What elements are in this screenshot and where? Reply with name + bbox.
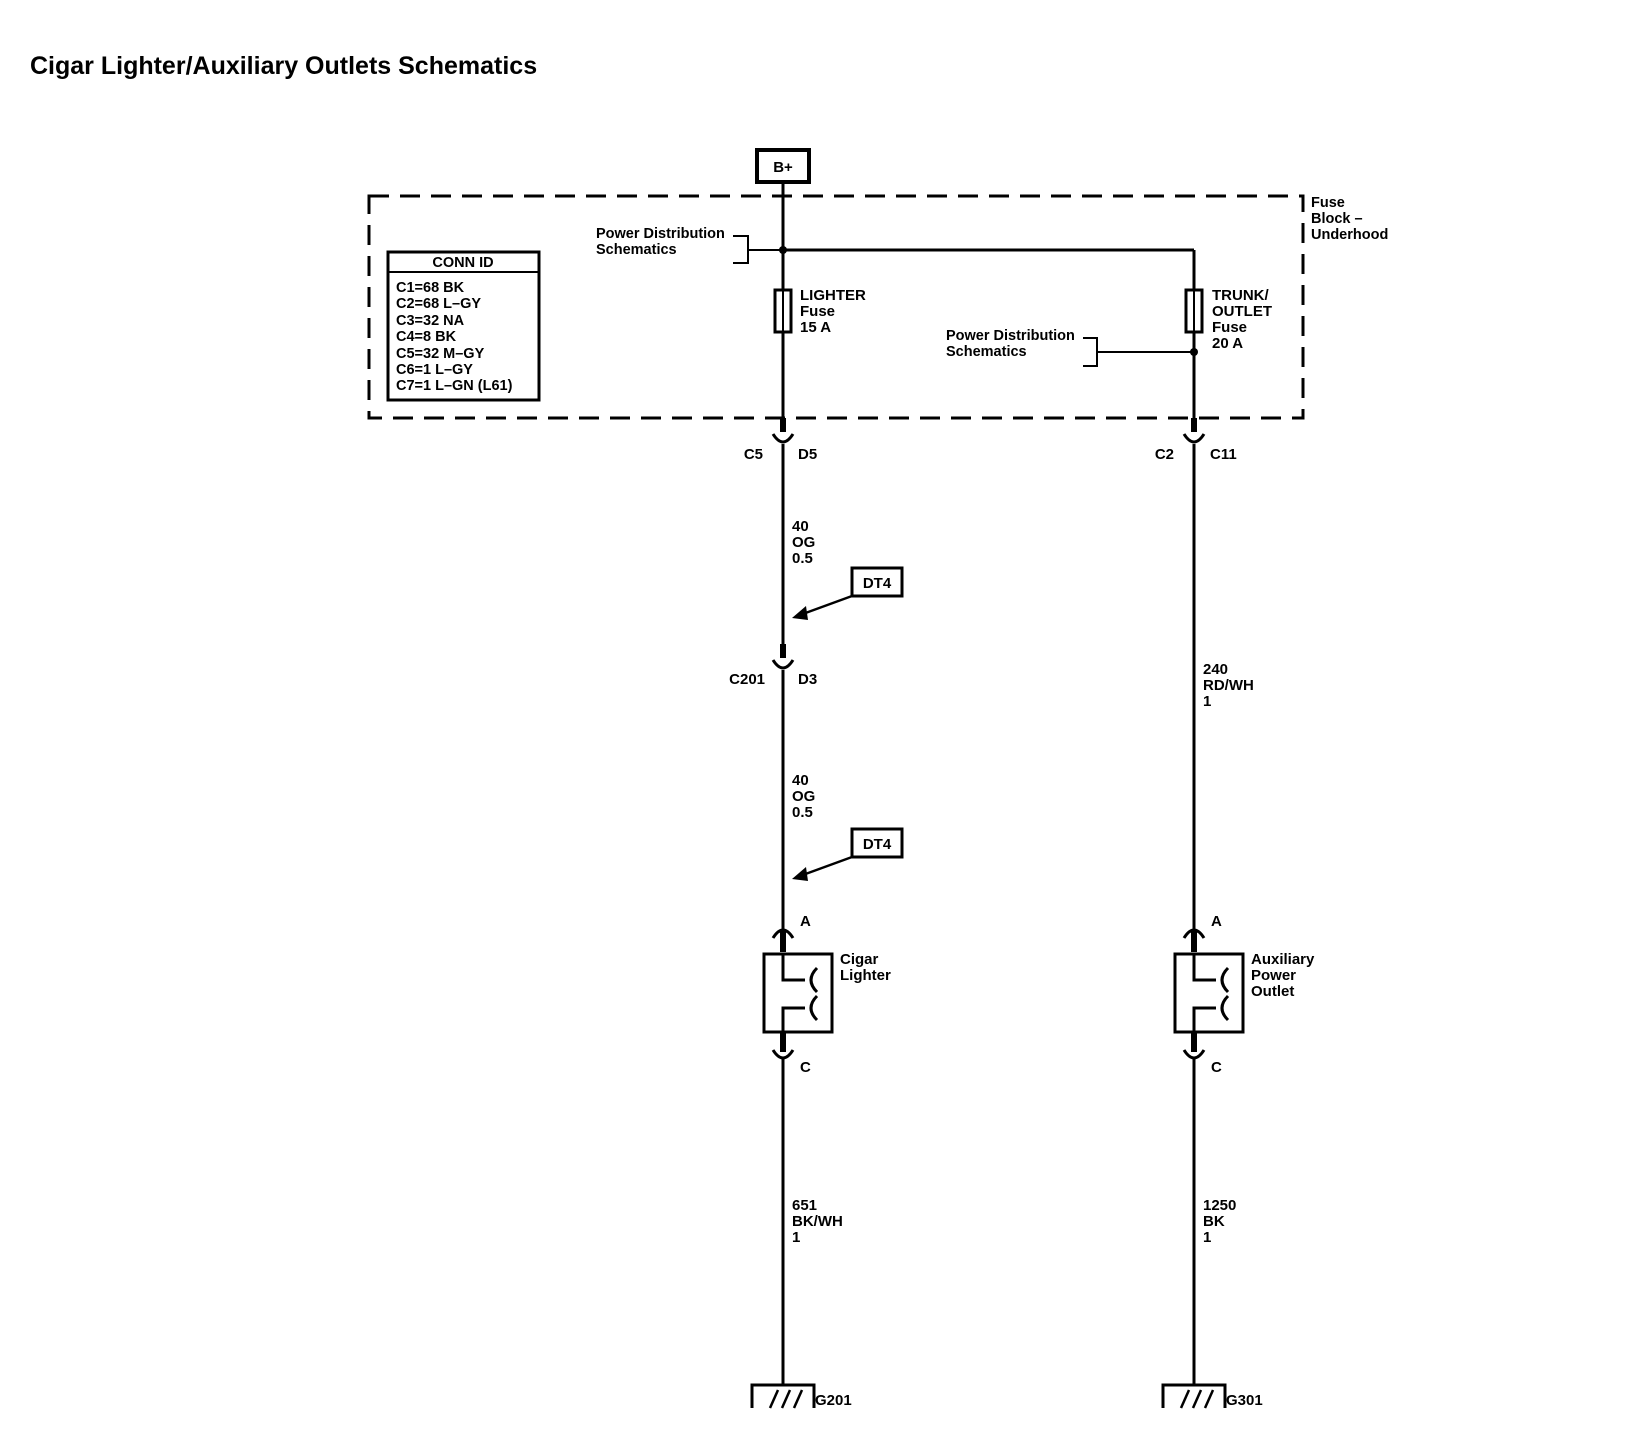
conn-id-row: C4=8 BK — [396, 329, 457, 345]
trunk-fuse-label: TRUNK/ OUTLET Fuse 20 A — [1212, 287, 1272, 352]
svg-text:Fuse: Fuse — [1311, 195, 1345, 211]
ground-label: G301 — [1226, 1392, 1263, 1409]
svg-text:BK/WH: BK/WH — [792, 1213, 843, 1230]
svg-text:Schematics: Schematics — [946, 344, 1027, 360]
power-source-b-plus: B+ — [755, 148, 811, 184]
svg-text:DT4: DT4 — [863, 836, 892, 853]
fuse-block-label: Fuse Block – Underhood — [1311, 195, 1388, 243]
svg-text:Power Distribution: Power Distribution — [596, 226, 725, 242]
power-dist-bracket — [1083, 337, 1098, 367]
wire-label-w4: 651 BK/WH 1 — [792, 1197, 843, 1246]
svg-text:Auxiliary: Auxiliary — [1251, 951, 1315, 968]
svg-text:C2: C2 — [1155, 446, 1174, 463]
svg-text:C201: C201 — [729, 671, 765, 688]
dt4-callout: DT4 — [792, 827, 904, 881]
svg-text:1: 1 — [1203, 693, 1211, 710]
svg-text:A: A — [800, 913, 811, 930]
svg-text:1: 1 — [792, 1229, 800, 1246]
wire-label-w5: 1250 BK 1 — [1203, 1197, 1236, 1246]
page-title: Cigar Lighter/Auxiliary Outlets Schemati… — [30, 52, 538, 80]
ground-label: G201 — [815, 1392, 852, 1409]
svg-text:DT4: DT4 — [863, 575, 892, 592]
conn-id-row: C6=1 L–GY — [396, 362, 473, 378]
svg-text:1: 1 — [1203, 1229, 1211, 1246]
svg-text:OG: OG — [792, 788, 815, 805]
fuse-block-boundary — [367, 194, 1305, 420]
wire-label-w3: 240 RD/WH 1 — [1203, 661, 1254, 710]
svg-text:LIGHTER: LIGHTER — [800, 287, 866, 304]
conn-id-table: CONN ID C1=68 BK C2=68 L–GY C3=32 NA C4=… — [386, 250, 541, 402]
svg-text:C11: C11 — [1210, 446, 1237, 463]
svg-text:0.5: 0.5 — [792, 550, 813, 567]
conn-id-row: C2=68 L–GY — [396, 296, 481, 312]
lighter-fuse-label: LIGHTER Fuse 15 A — [800, 287, 866, 336]
conn-id-row: C7=1 L–GN (L61) — [396, 378, 513, 394]
svg-text:RD/WH: RD/WH — [1203, 677, 1254, 694]
auxiliary-power-outlet-device: A C Auxiliary Power Outlet — [1173, 913, 1315, 1076]
svg-text:C: C — [800, 1059, 811, 1076]
svg-text:A: A — [1211, 913, 1222, 930]
cigar-lighter-device: A C Cigar Lighter — [762, 913, 891, 1076]
power-dist-bracket — [733, 235, 749, 264]
svg-text:651: 651 — [792, 1197, 817, 1214]
wire-label-w1: 40 OG 0.5 — [792, 518, 815, 567]
ground-g301-icon: G301 — [1161, 1383, 1263, 1409]
conn-id-row: C3=32 NA — [396, 313, 465, 329]
svg-text:40: 40 — [792, 772, 809, 789]
power-source-label: B+ — [773, 159, 793, 176]
power-dist-ref-top: Power Distribution Schematics — [596, 226, 725, 258]
svg-text:40: 40 — [792, 518, 809, 535]
svg-text:Power Distribution: Power Distribution — [946, 328, 1075, 344]
svg-text:Power: Power — [1251, 967, 1296, 984]
svg-text:15 A: 15 A — [800, 319, 831, 336]
conn-id-header: CONN ID — [432, 255, 493, 271]
svg-text:Fuse: Fuse — [800, 303, 835, 320]
svg-text:1250: 1250 — [1203, 1197, 1236, 1214]
svg-text:Fuse: Fuse — [1212, 319, 1247, 336]
svg-text:D3: D3 — [798, 671, 817, 688]
connector-c2: C2 C11 — [1155, 418, 1237, 463]
svg-text:Cigar: Cigar — [840, 951, 879, 968]
connector-c5: C5 D5 — [744, 418, 817, 463]
power-dist-ref-right: Power Distribution Schematics — [946, 328, 1075, 360]
svg-text:Underhood: Underhood — [1311, 227, 1388, 243]
dt4-callout: DT4 — [792, 566, 904, 620]
svg-text:20 A: 20 A — [1212, 335, 1243, 352]
connector-c201: C201 D3 — [729, 644, 817, 688]
svg-text:OG: OG — [792, 534, 815, 551]
svg-text:Outlet: Outlet — [1251, 983, 1294, 1000]
svg-text:OUTLET: OUTLET — [1212, 303, 1272, 320]
svg-text:D5: D5 — [798, 446, 817, 463]
svg-text:C5: C5 — [744, 446, 763, 463]
svg-text:0.5: 0.5 — [792, 804, 813, 821]
svg-text:Block –: Block – — [1311, 211, 1363, 227]
conn-id-row: C1=68 BK — [396, 280, 465, 296]
svg-text:240: 240 — [1203, 661, 1228, 678]
svg-text:TRUNK/: TRUNK/ — [1212, 287, 1269, 304]
ground-g201-icon: G201 — [750, 1383, 852, 1409]
svg-text:Lighter: Lighter — [840, 967, 891, 984]
svg-text:BK: BK — [1203, 1213, 1225, 1230]
svg-text:Schematics: Schematics — [596, 242, 677, 258]
wire-label-w2: 40 OG 0.5 — [792, 772, 815, 821]
svg-text:C: C — [1211, 1059, 1222, 1076]
conn-id-row: C5=32 M–GY — [396, 346, 485, 362]
